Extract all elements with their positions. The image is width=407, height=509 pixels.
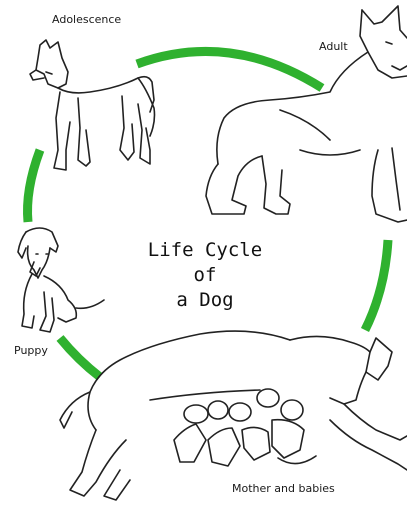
title-line-2: of [135, 263, 275, 288]
cycle-arc-right [365, 240, 388, 330]
stage-label-adolescence: Adolescence [52, 13, 121, 26]
stage-label-mother-and-babies: Mother and babies [232, 482, 335, 495]
title-line-3: a Dog [135, 288, 275, 313]
stage-label-puppy: Puppy [14, 344, 48, 357]
cycle-arc-left-lower [60, 338, 100, 377]
cycle-arcs [28, 51, 389, 377]
stage-label-adult: Adult [319, 40, 348, 53]
adolescent-dog-icon [30, 40, 155, 170]
title-line-1: Life Cycle [135, 238, 275, 263]
cycle-arc-left-upper [28, 150, 41, 222]
mother-dog-with-puppies-icon [60, 331, 407, 500]
cycle-arc-top [137, 51, 322, 88]
diagram-title: Life Cycle of a Dog [135, 238, 275, 313]
adult-dog-icon [206, 6, 407, 222]
puppy-icon [18, 228, 104, 332]
